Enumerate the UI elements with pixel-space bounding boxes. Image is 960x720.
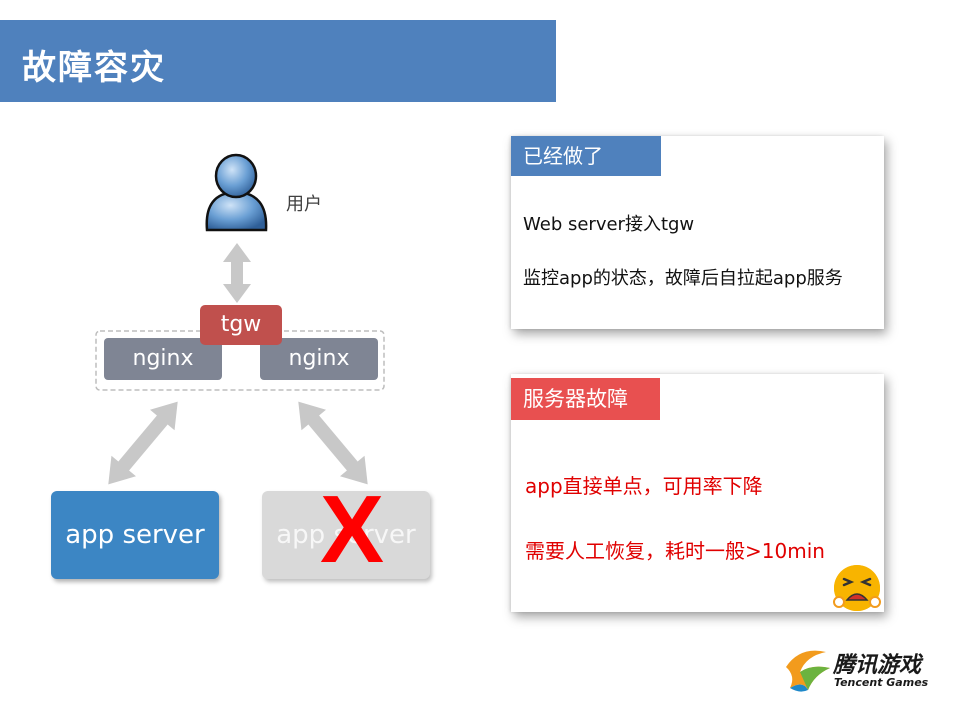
page-title: 故障容灾: [22, 48, 166, 88]
user-label: 用户: [286, 194, 322, 215]
panel-failure-item: 需要人工恢复，耗时一般>10min: [525, 539, 825, 563]
panel-after-failure: 服务器故障后 app直接单点，可用率下降 需要人工恢复，耗时一般>10min: [511, 374, 884, 612]
panel-done-item: 监控app的状态，故障后自拉起app服务: [523, 268, 843, 289]
user-icon: [205, 153, 268, 232]
double-arrow-user-tgw: [223, 243, 251, 303]
app-server-node-left: app server: [51, 491, 219, 579]
failure-x-mark: X: [319, 476, 385, 583]
logo-name-cn: 腾讯游戏: [833, 653, 922, 678]
panel-done-item: Web server接入tgw: [523, 214, 695, 235]
app-server-node-right-failed: app server: [262, 491, 430, 579]
nginx-node-right: nginx: [260, 338, 378, 380]
double-arrow-nginx-app-left: [108, 401, 178, 485]
panel-after-failure-heading: 服务器故障后: [511, 378, 660, 453]
logo-name-en: Tencent Games: [834, 676, 929, 689]
panel-failure-item: app直接单点，可用率下降: [525, 474, 763, 498]
tgw-node: tgw: [200, 305, 282, 345]
nginx-node-left: nginx: [104, 338, 222, 380]
panel-already-done-heading: 已经做了: [511, 136, 661, 176]
title-bar: [0, 20, 556, 102]
crying-face-icon: [833, 565, 881, 611]
double-arrow-nginx-app-right: [298, 401, 368, 485]
panel-already-done: 已经做了 Web server接入tgw 监控app的状态，故障后自拉起app服…: [511, 136, 884, 329]
tencent-games-logo-icon: [786, 650, 830, 692]
